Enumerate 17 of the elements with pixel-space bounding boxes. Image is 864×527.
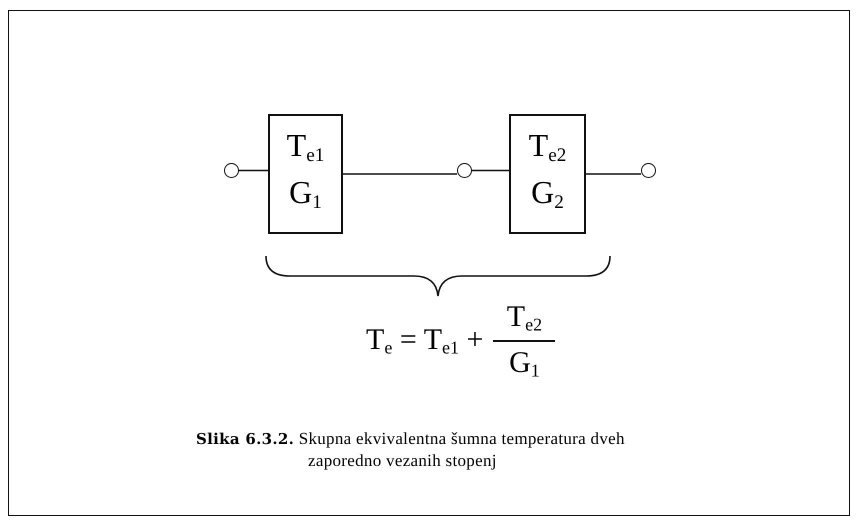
figure-caption: Slika 6.3.2. Skupna ekvivalentna šumna temperatura dveh zaporedno vezanih stopenj: [196, 428, 626, 471]
connector-line: [472, 170, 509, 172]
connector-line: [239, 170, 268, 172]
amplifier-block: [268, 114, 343, 234]
formula-text: T$_{e2}$: [506, 300, 542, 336]
terminal-circle: [457, 163, 472, 178]
connector-line: [343, 173, 457, 175]
block-label: T$_{e1}$: [286, 127, 324, 168]
terminal-circle: [224, 163, 239, 178]
block-label: T$_{e2}$: [528, 127, 566, 168]
connector-line: [586, 173, 641, 175]
block-label: G$_{2}$: [531, 174, 564, 215]
formula-text: G$_{1}$: [509, 346, 540, 381]
block-label: G$_{1}$: [289, 174, 322, 215]
formula-text: T$_{e}$ = T$_{e1}$ +: [366, 322, 484, 358]
terminal-circle: [641, 163, 656, 178]
amplifier-block: [509, 114, 586, 234]
